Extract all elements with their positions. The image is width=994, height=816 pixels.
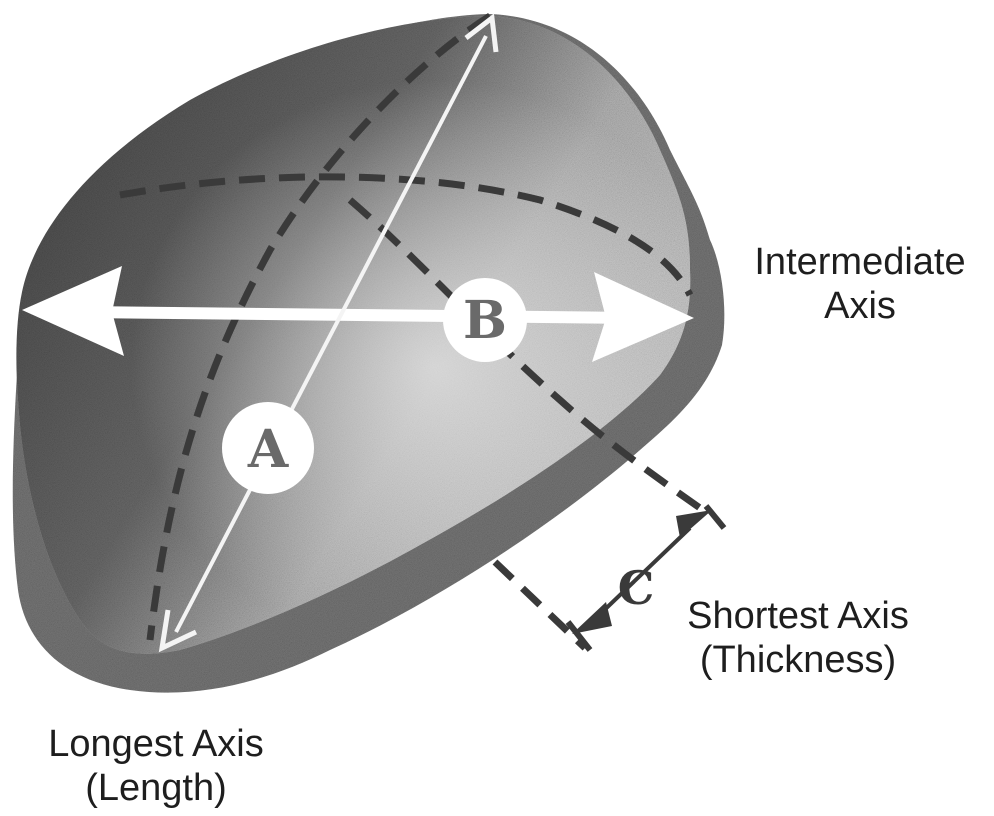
axis-b-letter: B <box>463 290 507 351</box>
shortest-axis-dashed-guide-lower <box>492 559 588 651</box>
intermediate-axis-label: Intermediate Axis <box>722 240 994 328</box>
shortest-axis-label: Shortest Axis (Thickness) <box>648 594 948 682</box>
intermediate-axis-label-line2: Axis <box>824 285 896 327</box>
longest-axis-arrow <box>158 13 499 653</box>
longest-axis-dashed-outline <box>146 13 492 641</box>
axis-a-letter: A <box>247 419 289 480</box>
longest-axis-label-line1: Longest Axis <box>48 723 264 765</box>
pebble-highlight <box>16 16 691 654</box>
axis-c-letter: C <box>618 561 655 615</box>
shortest-axis-label-line1: Shortest Axis <box>687 595 909 637</box>
longest-axis-label: Longest Axis (Length) <box>6 722 306 810</box>
shortest-axis-label-line2: (Thickness) <box>699 639 897 681</box>
intermediate-axis-arrow <box>22 266 694 362</box>
axis-a-badge: A <box>222 402 314 494</box>
axis-b-badge: B <box>443 278 527 362</box>
intermediate-axis-label-line1: Intermediate <box>754 241 966 283</box>
shortest-axis-dashed-guide <box>347 197 713 518</box>
longest-axis-label-line2: (Length) <box>85 767 227 809</box>
intermediate-axis-dashed-outline <box>119 173 694 297</box>
shortest-axis-arrow <box>565 504 727 652</box>
